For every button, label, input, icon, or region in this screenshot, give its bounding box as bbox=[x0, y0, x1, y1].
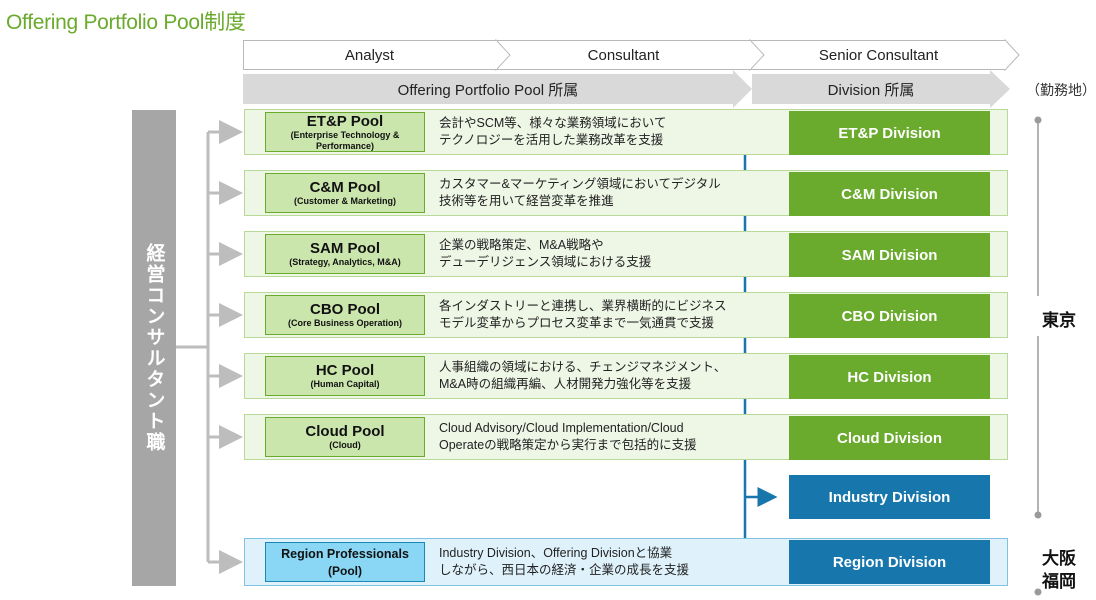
pool-etp: ET&P Pool (Enterprise Technology & Perfo… bbox=[265, 112, 425, 152]
band-pool-affiliation: Offering Portfolio Pool 所属 bbox=[243, 74, 733, 104]
job-category-label: 経営コンサルタント職 bbox=[143, 243, 165, 453]
pool-sam: SAM Pool (Strategy, Analytics, M&A) bbox=[265, 234, 425, 274]
pool-hc: HC Pool (Human Capital) bbox=[265, 356, 425, 396]
division-etp: ET&P Division bbox=[789, 111, 990, 155]
page-title: Offering Portfolio Pool制度 bbox=[6, 11, 246, 34]
band-arrow-pool bbox=[733, 70, 752, 108]
pool-name: Region Professionals bbox=[281, 546, 409, 561]
location-osaka: 大阪 bbox=[1042, 549, 1076, 568]
pool-subtitle: (Cloud) bbox=[329, 440, 361, 450]
desc-sam: 企業の戦略策定、M&A戦略やデューデリジェンス領域における支援 bbox=[439, 238, 652, 269]
pool-name: SAM Pool bbox=[310, 240, 380, 257]
location-fukuoka: 福岡 bbox=[1042, 572, 1076, 591]
division-sam: SAM Division bbox=[789, 233, 990, 277]
division-cm: C&M Division bbox=[789, 172, 990, 216]
band-division-affiliation: Division 所属 bbox=[752, 74, 990, 104]
pool-subtitle: (Strategy, Analytics, M&A) bbox=[289, 257, 401, 267]
pool-subtitle: (Human Capital) bbox=[310, 379, 380, 389]
pool-subtitle: (Enterprise Technology & Performance) bbox=[290, 129, 400, 151]
division-industry: Industry Division bbox=[789, 475, 990, 519]
desc-cm: カスタマー&マーケティング領域においてデジタル技術等を用いて経営変革を推進 bbox=[439, 177, 721, 208]
pool-name: CBO Pool bbox=[310, 301, 380, 318]
location-tokyo: 東京 bbox=[1042, 311, 1076, 330]
pool-cbo: CBO Pool (Core Business Operation) bbox=[265, 295, 425, 335]
pool-subtitle: (Customer & Marketing) bbox=[293, 196, 396, 206]
stage-label: Consultant bbox=[587, 46, 660, 64]
desc-cbo: 各インダストリーと連携し、業界横断的にビジネスモデル変革からプロセス変革まで一気… bbox=[439, 299, 727, 330]
band-arrow-division bbox=[990, 70, 1010, 108]
band-label: Division 所属 bbox=[827, 81, 915, 99]
division-cloud: Cloud Division bbox=[789, 416, 990, 460]
desc-etp: 会計やSCM等、様々な業務領域においてテクノロジーを活用した業務改革を支援 bbox=[439, 116, 667, 147]
workplace-label: （勤務地） bbox=[1026, 82, 1096, 98]
band-label: Offering Portfolio Pool 所属 bbox=[397, 81, 579, 99]
pool-name: Cloud Pool bbox=[305, 423, 385, 440]
division-region: Region Division bbox=[789, 540, 990, 584]
desc-hc: 人事組織の領域における、チェンジマネジメント、M&A時の組織再編、人材開発力強化… bbox=[439, 360, 727, 391]
division-cbo: CBO Division bbox=[789, 294, 990, 338]
stage-label: Senior Consultant bbox=[818, 46, 939, 64]
stage-senior-consultant: Senior Consultant bbox=[751, 40, 1006, 70]
division-hc: HC Division bbox=[789, 355, 990, 399]
job-category-bar: 経営コンサルタント職 bbox=[132, 110, 176, 586]
pool-name: HC Pool bbox=[315, 362, 375, 379]
pool-subtitle: (Pool) bbox=[328, 563, 362, 578]
pool-cloud: Cloud Pool (Cloud) bbox=[265, 417, 425, 457]
desc-region: Industry Division、Offering Divisionと協業しな… bbox=[439, 546, 690, 577]
desc-cloud: Cloud Advisory/Cloud Implementation/Clou… bbox=[439, 421, 697, 452]
pool-name: ET&P Pool bbox=[306, 112, 384, 130]
pool-name: C&M Pool bbox=[309, 179, 381, 196]
pool-subtitle: (Core Business Operation) bbox=[287, 318, 403, 328]
stage-label: Analyst bbox=[344, 46, 395, 64]
pool-cm: C&M Pool (Customer & Marketing) bbox=[265, 173, 425, 213]
pool-region: Region Professionals (Pool) bbox=[265, 542, 425, 582]
